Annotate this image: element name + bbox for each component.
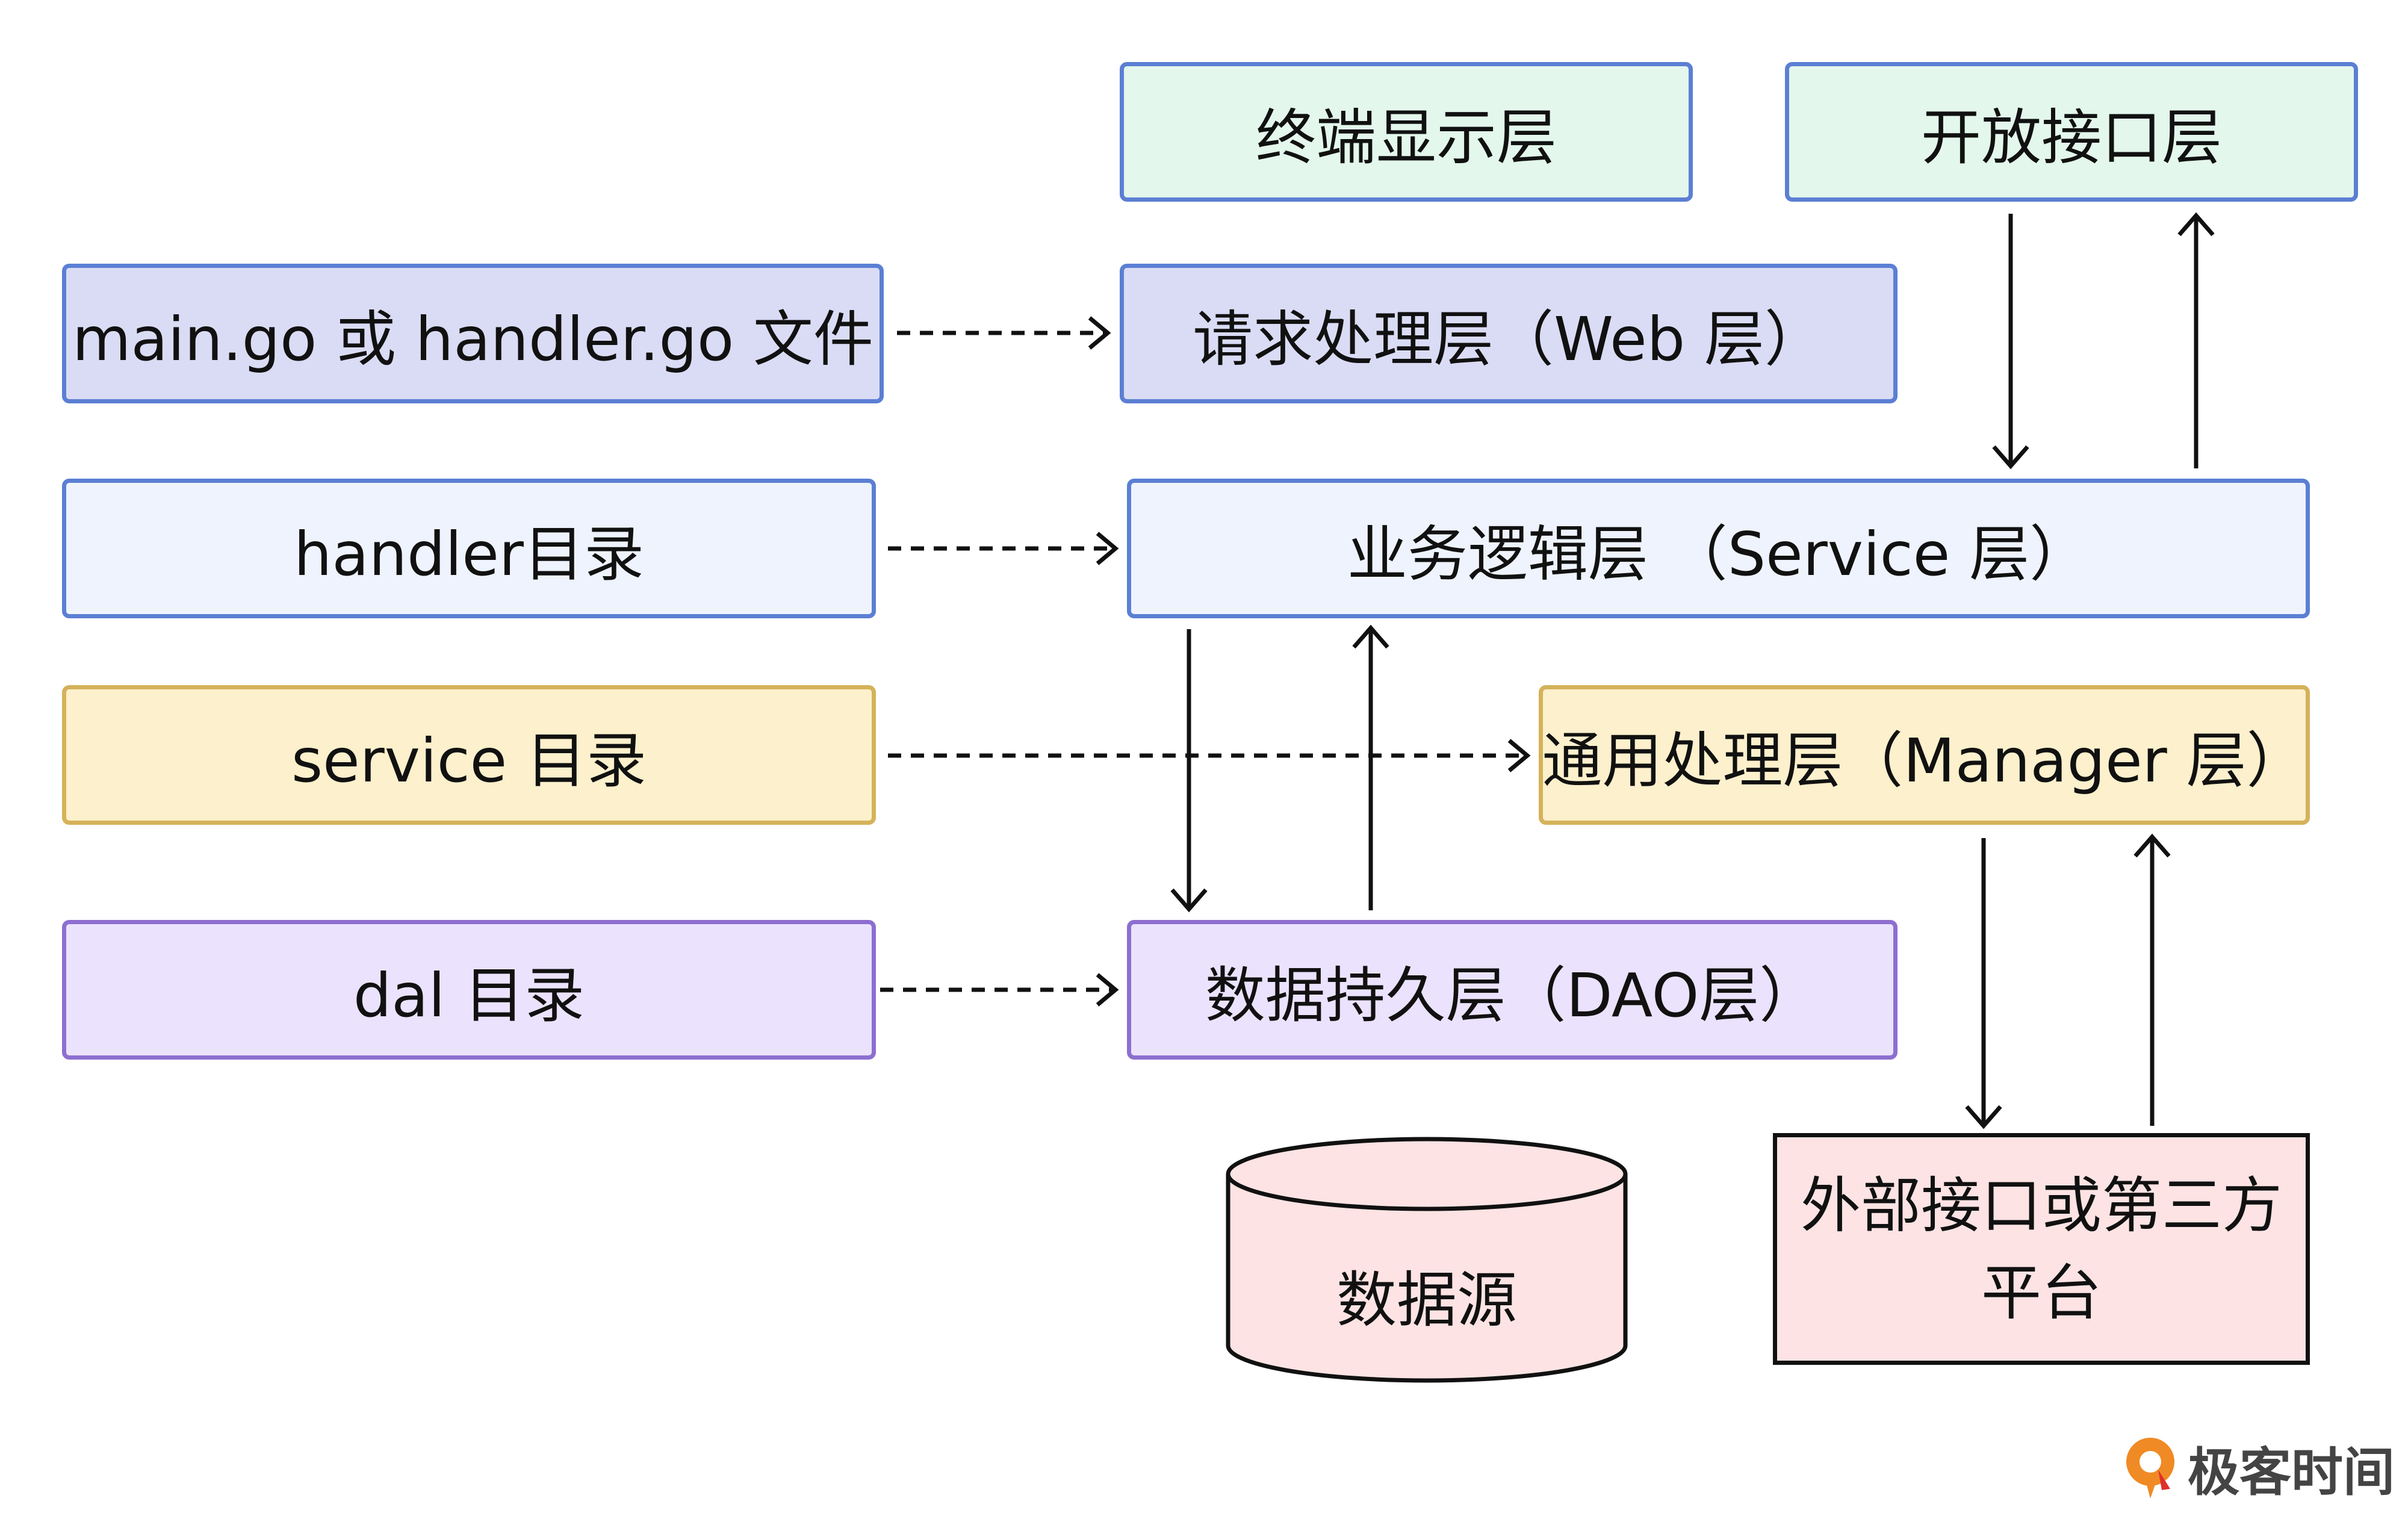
web-layer-text: 请求处理层（Web 层） (1193, 303, 1825, 374)
arrowhead (1096, 973, 1119, 1007)
geektime-logo: 极客时间 (2122, 1430, 2395, 1505)
arrowhead (1088, 316, 1111, 350)
terminal-display-layer: 终端显示层 (1120, 62, 1693, 202)
datasource-label: 数据源 (1228, 1222, 1625, 1367)
arrowhead (1352, 624, 1389, 649)
handler-dir-label: handler目录 (62, 479, 876, 618)
dao-layer-text: 数据持久层（DAO层） (1205, 960, 1820, 1031)
main-go-label: main.go 或 handler.go 文件 (62, 264, 884, 403)
arrowhead (1170, 888, 1208, 913)
external-platform: 外部接口或第三方 平台 (1773, 1133, 2310, 1365)
arrowhead (1507, 739, 1531, 772)
service-layer: 业务逻辑层 （Service 层） (1127, 479, 2310, 618)
datasource-label-text: 数据源 (1336, 1264, 1517, 1335)
external-platform-line1: 外部接口或第三方 (1801, 1170, 2282, 1241)
arrowhead (1965, 1105, 2002, 1129)
arrowhead (1096, 532, 1119, 565)
service-layer-text: 业务逻辑层 （Service 层） (1347, 518, 2090, 589)
open-api-layer-text: 开放接口层 (1921, 102, 2222, 173)
manager-layer: 通用处理层（Manager 层） (1539, 685, 2310, 825)
dal-dir-label: dal 目录 (62, 920, 876, 1060)
arrowhead (2133, 833, 2171, 858)
dao-layer: 数据持久层（DAO层） (1127, 920, 1898, 1060)
dal-dir-label-text: dal 目录 (353, 960, 585, 1031)
open-api-layer: 开放接口层 (1785, 62, 2358, 202)
terminal-display-layer-text: 终端显示层 (1256, 102, 1557, 173)
arrowhead (1992, 445, 2029, 470)
geektime-logo-icon (2126, 1437, 2174, 1499)
service-dir-label: service 目录 (62, 685, 876, 825)
web-layer: 请求处理层（Web 层） (1120, 264, 1898, 403)
external-platform-line2: 平台 (1981, 1257, 2102, 1328)
datasource-cylinder (1226, 1137, 1628, 1383)
handler-dir-label-text: handler目录 (294, 518, 644, 589)
service-dir-label-text: service 目录 (291, 725, 647, 796)
manager-layer-text: 通用处理层（Manager 层） (1542, 725, 2307, 796)
arrowhead (2177, 212, 2215, 237)
geektime-logo-text: 极客时间 (2188, 1443, 2395, 1503)
main-go-label-text: main.go 或 handler.go 文件 (72, 303, 874, 374)
